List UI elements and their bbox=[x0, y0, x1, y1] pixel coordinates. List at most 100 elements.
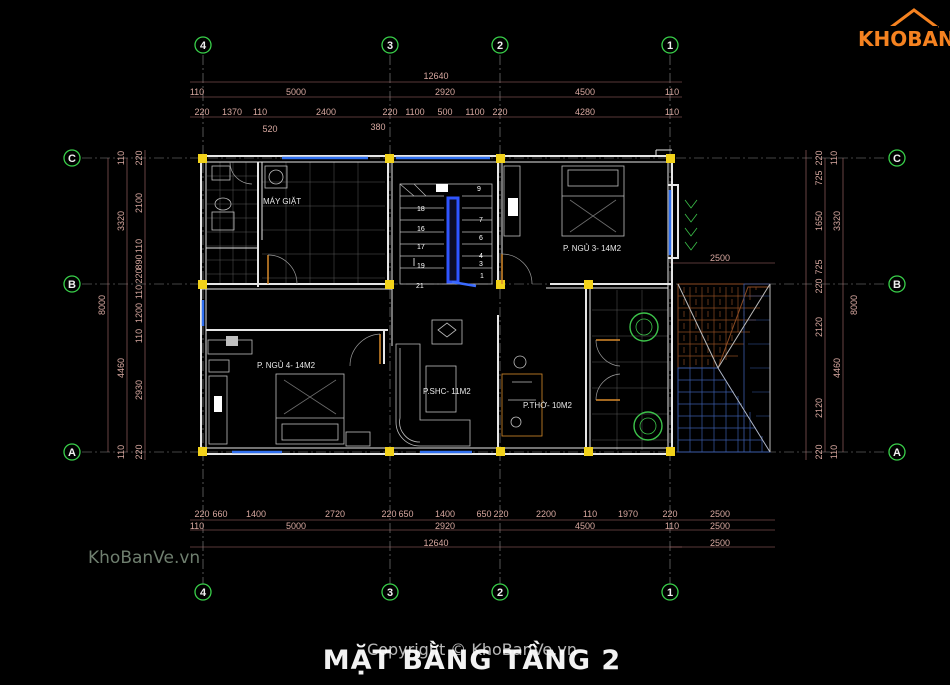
dimension-lines bbox=[107, 81, 844, 548]
dim-top3-9: 4280 bbox=[575, 107, 595, 117]
axis-4-bottom: 4 bbox=[200, 587, 207, 599]
walls bbox=[200, 149, 679, 455]
dim-top3-1: 1370 bbox=[222, 107, 242, 117]
dim-left-in-1: 220 bbox=[134, 150, 144, 165]
dim-bot1-5: 650 bbox=[398, 509, 413, 519]
axis-3-bottom: 3 bbox=[387, 587, 393, 599]
axis-2-bottom: 2 bbox=[497, 587, 503, 599]
dim-right-in-5: 220 bbox=[814, 278, 824, 293]
dim-top2-2: 2920 bbox=[435, 87, 455, 97]
dim-balcony-top: 2500 bbox=[710, 253, 730, 263]
khobanve-logo: KHOBANVE bbox=[858, 8, 950, 51]
dim-top3-10: 110 bbox=[665, 107, 679, 117]
dim-left-in-11: 220 bbox=[134, 444, 144, 459]
stair-9: 9 bbox=[477, 186, 481, 193]
dim-bot2-4: 110 bbox=[665, 521, 679, 531]
dim-right-outer: 8000 bbox=[849, 295, 859, 315]
dim-top3-6: 500 bbox=[437, 107, 452, 117]
dim-top3-7: 1100 bbox=[465, 107, 484, 117]
stair-7: 7 bbox=[479, 217, 483, 224]
room-living-label: P.SHC- 11M2 bbox=[423, 387, 471, 396]
dim-right-in-2: 725 bbox=[814, 170, 824, 185]
axis-c-right: C bbox=[893, 153, 901, 165]
axis-1-top: 1 bbox=[667, 40, 673, 52]
dim-top4-1: 380 bbox=[370, 122, 385, 132]
stair-18: 18 bbox=[417, 206, 425, 213]
dim-bot1-7: 650 bbox=[476, 509, 491, 519]
axis-1-bottom: 1 bbox=[667, 587, 673, 599]
dim-top3-5: 1100 bbox=[405, 107, 424, 117]
dim-bot1-11: 1970 bbox=[618, 509, 638, 519]
stair-16: 16 bbox=[417, 226, 425, 233]
dim-left-mid-1: 4460 bbox=[116, 358, 126, 378]
dim-left-in-5: 890 bbox=[134, 254, 144, 269]
dim-bot1-8: 220 bbox=[493, 509, 508, 519]
dim-right-mid-1: 4460 bbox=[832, 358, 842, 378]
floor-tiles bbox=[207, 162, 668, 450]
stair-3: 3 bbox=[479, 261, 483, 268]
axis-b-right: B bbox=[893, 279, 901, 291]
dim-right-in-9: 110 bbox=[829, 445, 839, 459]
dim-left-in-8: 110 bbox=[134, 329, 144, 343]
bottom-dimensions: 220 660 1400 2720 220 650 1400 650 220 2… bbox=[190, 253, 730, 548]
dim-top3-0: 220 bbox=[194, 107, 209, 117]
dim-bot2-2: 2920 bbox=[435, 521, 455, 531]
dim-right-in-1: 220 bbox=[814, 150, 824, 165]
dim-left-mid-0: 3320 bbox=[116, 211, 126, 231]
dim-right-in-8: 220 bbox=[814, 444, 824, 459]
dim-bot1-6: 1400 bbox=[435, 509, 455, 519]
dim-left-in-3: 110 bbox=[134, 239, 144, 253]
stair-11: 11 bbox=[438, 186, 445, 193]
dim-bottom-extra: 2500 bbox=[710, 538, 730, 548]
dim-top2-4: 110 bbox=[665, 87, 679, 97]
room-worship-label: P.THỜ- 10M2 bbox=[523, 401, 573, 410]
copyright-watermark: Copyright © KhoBanVe.vn bbox=[367, 640, 577, 659]
dim-top2-1: 5000 bbox=[286, 87, 306, 97]
dim-right-in-3: 1650 bbox=[814, 211, 824, 231]
dim-top3-3: 2400 bbox=[316, 107, 336, 117]
dim-right-in-0: 110 bbox=[829, 151, 839, 165]
furniture bbox=[207, 165, 698, 447]
axis-labels: 4 3 2 1 4 3 2 1 C B A C B A bbox=[68, 40, 901, 599]
dim-right-in-6: 2120 bbox=[814, 317, 824, 337]
dim-left-in-10: 110 bbox=[116, 445, 126, 459]
room-laundry-label: MÁY GIẶT bbox=[263, 197, 301, 206]
dim-bottom-total: 12640 bbox=[423, 538, 448, 548]
axis-bubbles bbox=[63, 36, 906, 601]
dim-bot2-0: 110 bbox=[190, 521, 204, 531]
axis-c-left: C bbox=[68, 153, 76, 165]
axis-4-top: 4 bbox=[200, 40, 207, 52]
axis-a-right: A bbox=[893, 447, 901, 459]
drawing-title: MẶT BẰNG TẦNG 2 bbox=[323, 640, 621, 676]
top-dimensions: 12640 110 5000 2920 4500 110 220 1370 11… bbox=[190, 71, 679, 134]
dim-bot1-3: 2720 bbox=[325, 509, 345, 519]
logo-text: KHOBANVE bbox=[858, 27, 950, 51]
site-watermark: KhoBanVe.vn bbox=[88, 548, 200, 568]
door-swings bbox=[229, 161, 621, 401]
stair-1: 1 bbox=[480, 273, 484, 280]
stair-21: 21 bbox=[416, 283, 424, 290]
dim-right-in-4: 725 bbox=[814, 259, 824, 274]
dim-bot1-0: 220 bbox=[194, 509, 209, 519]
dim-top-total: 12640 bbox=[423, 71, 448, 81]
dim-left-in-7: 1200 bbox=[134, 303, 144, 323]
columns bbox=[198, 154, 675, 456]
dim-bot2-1: 5000 bbox=[286, 521, 306, 531]
stair-17: 17 bbox=[417, 244, 425, 251]
dim-left-in-9: 2930 bbox=[134, 380, 144, 400]
dim-bot1-1: 660 bbox=[212, 509, 227, 519]
axis-2-top: 2 bbox=[497, 40, 503, 52]
right-dimensions: 110 220 725 1650 725 220 2120 2120 220 1… bbox=[814, 150, 859, 459]
dim-bot1-13: 2500 bbox=[710, 509, 730, 519]
dim-bot2-3: 4500 bbox=[575, 521, 595, 531]
dim-left-outer: 8000 bbox=[97, 295, 107, 315]
axis-a-left: A bbox=[68, 447, 76, 459]
dim-bot1-2: 1400 bbox=[246, 509, 266, 519]
room-labels: MÁY GIẶT P. NGỦ 3- 14M2 P. NGỦ 4- 14M2 P… bbox=[257, 197, 622, 410]
stair-4: 4 bbox=[479, 253, 483, 260]
dim-bot1-12: 220 bbox=[662, 509, 677, 519]
doors bbox=[267, 254, 620, 401]
axis-3-top: 3 bbox=[387, 40, 393, 52]
roof-tiles bbox=[677, 283, 771, 453]
